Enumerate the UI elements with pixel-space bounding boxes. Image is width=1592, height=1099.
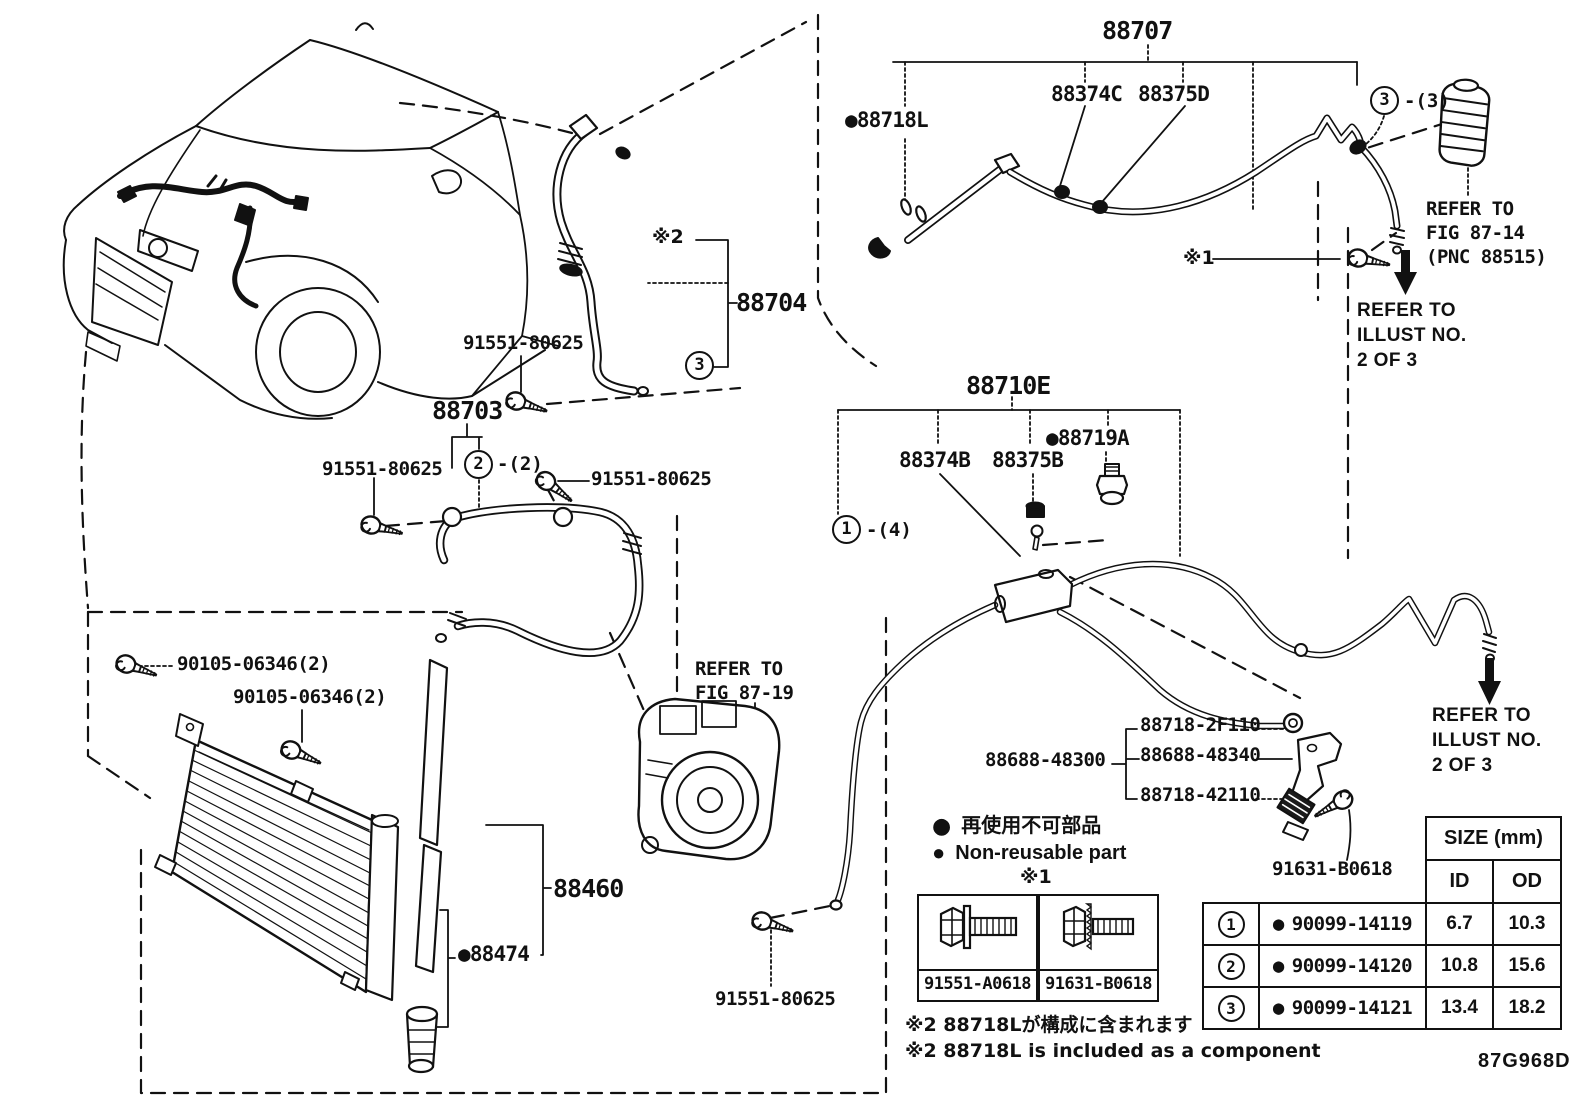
non-reusable-dot: ● xyxy=(932,814,952,839)
hose-88703-drawing xyxy=(435,503,644,658)
part-label-88707: 88707 xyxy=(1102,16,1173,45)
part-label-88710E: 88710E xyxy=(966,371,1051,400)
figure-code: 87G968D xyxy=(1478,1050,1571,1072)
part-label-88718-2F110: 88718-2F110 xyxy=(1140,714,1261,736)
down-arrow-icons xyxy=(1394,250,1501,705)
part-label-88688-48340: 88688-48340 xyxy=(1140,744,1261,766)
footnote-en: ※2 88718L is included as a component xyxy=(905,1040,1321,1062)
footnote-jp: ※2 88718Lが構成に含まれます xyxy=(905,1014,1193,1036)
part-label-88375D: 88375D xyxy=(1138,82,1210,106)
size-row1-num: 1 xyxy=(1202,902,1260,946)
pipe-88710e-drawing xyxy=(829,463,1497,911)
serrated-bolt-icon xyxy=(1062,903,1135,951)
size-row1-part: ●90099-14119 xyxy=(1258,902,1427,946)
bolt-table-cell-91631: 91631-B0618 xyxy=(1038,894,1159,1002)
legend-en: ●Non-reusable part xyxy=(932,840,1127,865)
size-row2-od: 15.6 xyxy=(1492,944,1562,988)
hose-88704-drawing xyxy=(552,113,649,396)
part-label-91551-right: 91551-80625 xyxy=(591,468,712,490)
size-row2-id: 10.8 xyxy=(1425,944,1494,988)
compressor-drawing xyxy=(637,697,781,861)
part-label-88460: 88460 xyxy=(553,874,624,903)
legend-jp: ●再使用不可部品 xyxy=(932,813,1102,839)
qty-2: -(2) xyxy=(497,453,543,475)
part-label-88718-42110: 88718-42110 xyxy=(1140,784,1261,806)
part-label-90105-a: 90105-06346(2) xyxy=(177,653,331,675)
qty-3: -(3) xyxy=(1404,90,1450,112)
leader-lines xyxy=(135,44,1469,1028)
flange-bolt-icon xyxy=(939,904,1018,950)
size-row1-id: 6.7 xyxy=(1425,902,1494,946)
bolt-part-label: 91551-A0618 xyxy=(919,969,1036,1000)
callout-3-hose: 3 xyxy=(685,351,714,380)
bracket-parts-drawing xyxy=(1276,712,1343,841)
callout-3-top: 3 xyxy=(1370,86,1399,115)
size-row3-id: 13.4 xyxy=(1425,986,1494,1030)
size-row3-od: 18.2 xyxy=(1492,986,1562,1030)
qty-4: -(4) xyxy=(866,519,912,541)
size-table-col-id: ID xyxy=(1425,859,1494,904)
size-table-title: SIZE (mm) xyxy=(1425,816,1562,861)
part-label-88719A: ●88719A xyxy=(1046,426,1130,450)
size-row3-num: 3 xyxy=(1202,986,1260,1030)
part-label-91551-bottom: 91551-80625 xyxy=(715,988,836,1010)
non-reusable-dot: ● xyxy=(458,942,471,966)
part-label-88718L: ●88718L xyxy=(845,108,929,132)
non-reusable-dot: ● xyxy=(1272,913,1284,935)
size-row2-num: 2 xyxy=(1202,944,1260,988)
part-label-88703: 88703 xyxy=(432,396,503,425)
non-reusable-dot: ● xyxy=(932,840,946,865)
part-label-88374C: 88374C xyxy=(1051,82,1123,106)
note2-mark: ※2 xyxy=(652,226,684,248)
part-label-88704: 88704 xyxy=(736,288,807,317)
non-reusable-dot: ● xyxy=(1272,955,1284,977)
non-reusable-dot: ● xyxy=(1272,997,1284,1019)
callout-2: 2 xyxy=(464,450,493,479)
part-label-91551-top: 91551-80625 xyxy=(463,332,584,354)
size-row1-od: 10.3 xyxy=(1492,902,1562,946)
note1-mark-top: ※1 xyxy=(1183,247,1215,269)
dashed-guides xyxy=(80,13,1450,1095)
size-table-col-od: OD xyxy=(1492,859,1562,904)
size-row3-part: ●90099-14121 xyxy=(1258,986,1427,1030)
part-label-88375B: 88375B xyxy=(992,448,1064,472)
size-row2-part: ●90099-14120 xyxy=(1258,944,1427,988)
part-label-91631-B0618: 91631-B0618 xyxy=(1272,858,1393,880)
part-label-88374B: 88374B xyxy=(899,448,971,472)
bolt-part-label: 91631-B0618 xyxy=(1040,969,1157,1000)
condenser-drawing xyxy=(154,658,449,1074)
part-label-91551-left: 91551-80625 xyxy=(322,458,443,480)
bolt-table-cell-91551: 91551-A0618 xyxy=(917,894,1038,1002)
bolt-table-caption: ※1 xyxy=(1020,866,1052,888)
part-label-90105-b: 90105-06346(2) xyxy=(233,686,387,708)
car-sketch xyxy=(62,22,559,420)
pipe-88707-drawing xyxy=(868,78,1491,259)
part-label-88688-48300: 88688-48300 xyxy=(985,749,1106,771)
callout-1: 1 xyxy=(832,515,861,544)
non-reusable-dot: ● xyxy=(1046,426,1059,450)
part-label-88474: ●88474 xyxy=(458,942,530,966)
non-reusable-dot: ● xyxy=(845,108,858,132)
